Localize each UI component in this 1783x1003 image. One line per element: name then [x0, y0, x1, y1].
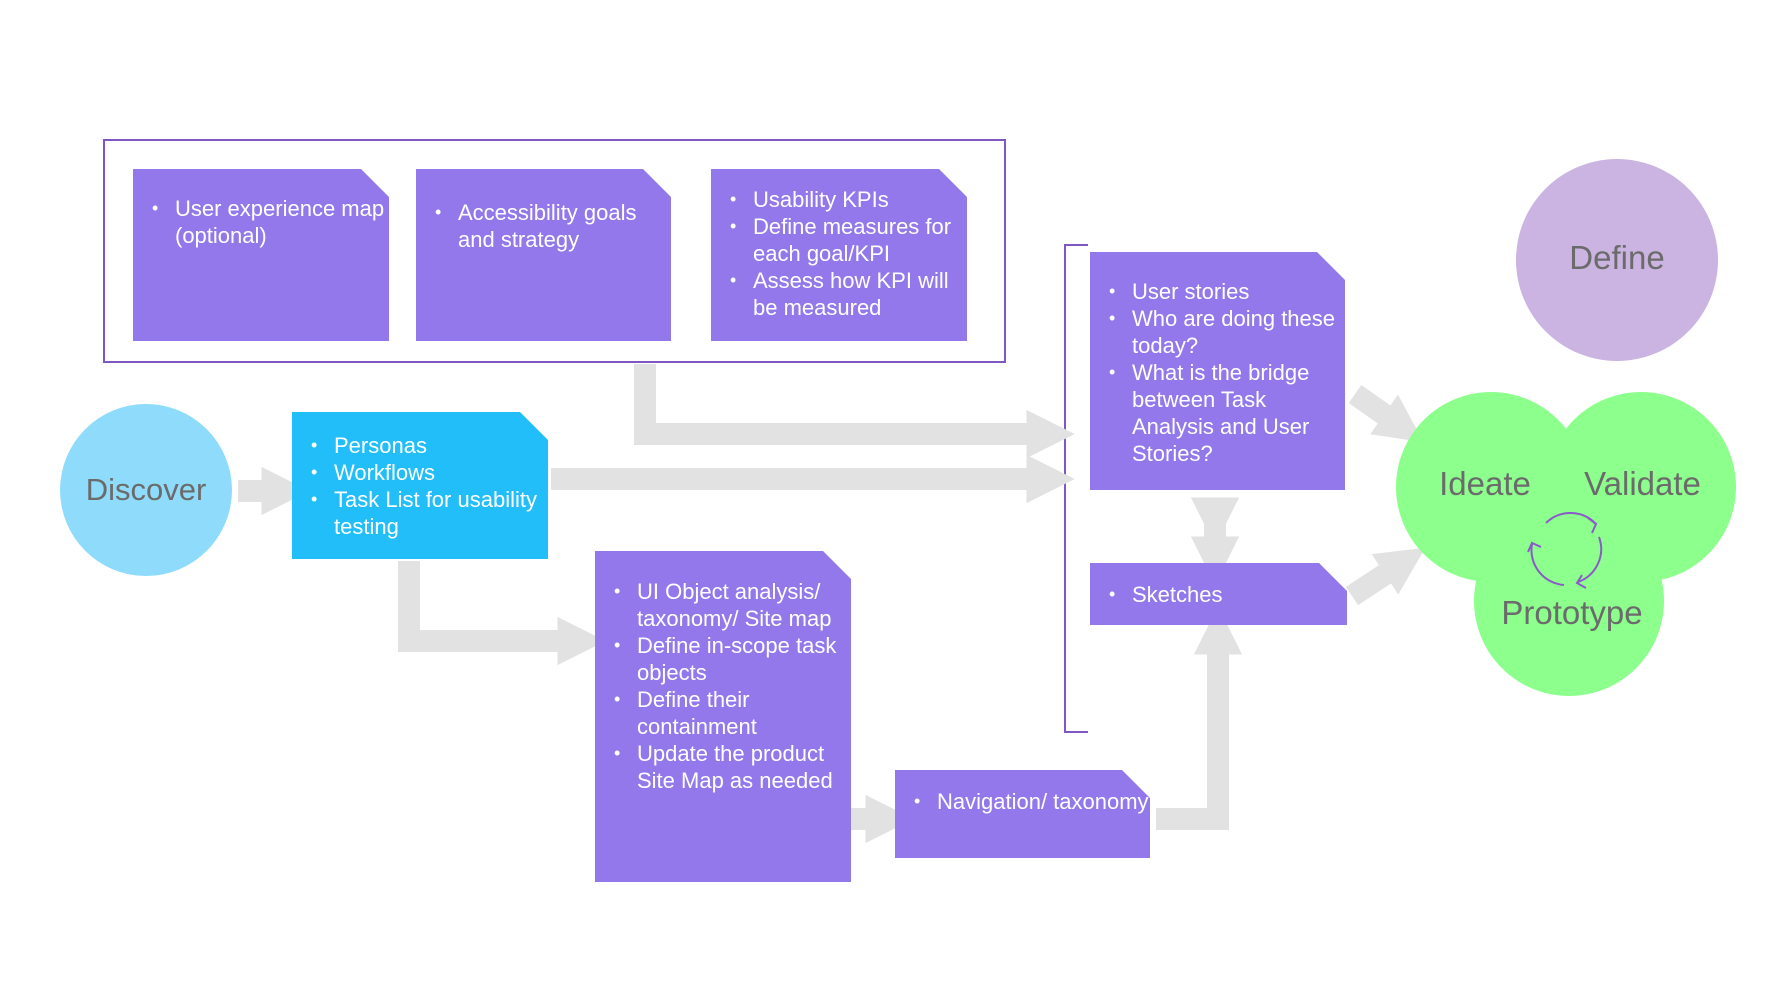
- usability-kpis-box: Usability KPIs Define measures for each …: [711, 169, 967, 341]
- navigation-list: Navigation/ taxonomy: [895, 788, 1150, 815]
- list-item: Who are doing these today?: [1090, 305, 1345, 359]
- navigation-box: Navigation/ taxonomy: [895, 770, 1150, 858]
- list-item: Update the product Site Map as needed: [595, 740, 851, 794]
- list-item: Usability KPIs: [711, 186, 967, 213]
- list-item: User stories: [1090, 278, 1345, 305]
- ui-object-list: UI Object analysis/ taxonomy/ Site map D…: [595, 578, 851, 794]
- list-item: Accessibility goals and strategy: [416, 199, 671, 253]
- ux-map-box: User experience map (optional): [133, 169, 389, 341]
- list-item: Sketches: [1090, 581, 1347, 608]
- personas-box: Personas Workflows Task List for usabili…: [292, 412, 548, 559]
- define-circle: [1516, 159, 1718, 361]
- accessibility-box: Accessibility goals and strategy: [416, 169, 671, 341]
- define-label: Define: [1569, 239, 1665, 276]
- usability-kpis-list: Usability KPIs Define measures for each …: [711, 186, 967, 321]
- right-bracket: [1064, 244, 1088, 733]
- list-item: Define in-scope task objects: [595, 632, 851, 686]
- arrow-navigation-to-sketches: [1156, 606, 1243, 830]
- list-item: Define their containment: [595, 686, 851, 740]
- personas-list: Personas Workflows Task List for usabili…: [292, 432, 548, 540]
- accessibility-list: Accessibility goals and strategy: [416, 199, 671, 253]
- list-item: Task List for usability testing: [292, 486, 548, 540]
- arrow-top-group-to-userstories: [634, 364, 1075, 459]
- list-item: Define measures for each goal/KPI: [711, 213, 967, 267]
- list-item: Personas: [292, 432, 548, 459]
- ideate-label: Ideate: [1439, 465, 1531, 502]
- validate-label: Validate: [1584, 465, 1701, 502]
- user-stories-list: User stories Who are doing these today? …: [1090, 278, 1345, 467]
- sketches-box: Sketches: [1090, 563, 1347, 625]
- arrow-sketches-to-cluster: [1345, 547, 1426, 606]
- ui-object-box: UI Object analysis/ taxonomy/ Site map D…: [595, 551, 851, 882]
- list-item: Navigation/ taxonomy: [895, 788, 1150, 815]
- list-item: UI Object analysis/ taxonomy/ Site map: [595, 578, 851, 632]
- list-item: User experience map (optional): [133, 195, 389, 249]
- arrow-userstories-to-cluster: [1348, 384, 1424, 443]
- list-item: Workflows: [292, 459, 548, 486]
- discover-label: Discover: [85, 472, 207, 507]
- prototype-circle: [1474, 506, 1664, 696]
- discover-circle: [60, 404, 232, 576]
- ux-map-list: User experience map (optional): [133, 195, 389, 249]
- user-stories-box: User stories Who are doing these today? …: [1090, 252, 1345, 490]
- list-item: What is the bridge between Task Analysis…: [1090, 359, 1345, 467]
- prototype-label: Prototype: [1501, 594, 1643, 631]
- cycle-icon: [1527, 511, 1603, 589]
- top-group-frame: [103, 139, 1006, 363]
- sketches-list: Sketches: [1090, 581, 1347, 608]
- arrow-personas-to-uiobject: [398, 561, 606, 666]
- list-item: Assess how KPI will be measured: [711, 267, 967, 321]
